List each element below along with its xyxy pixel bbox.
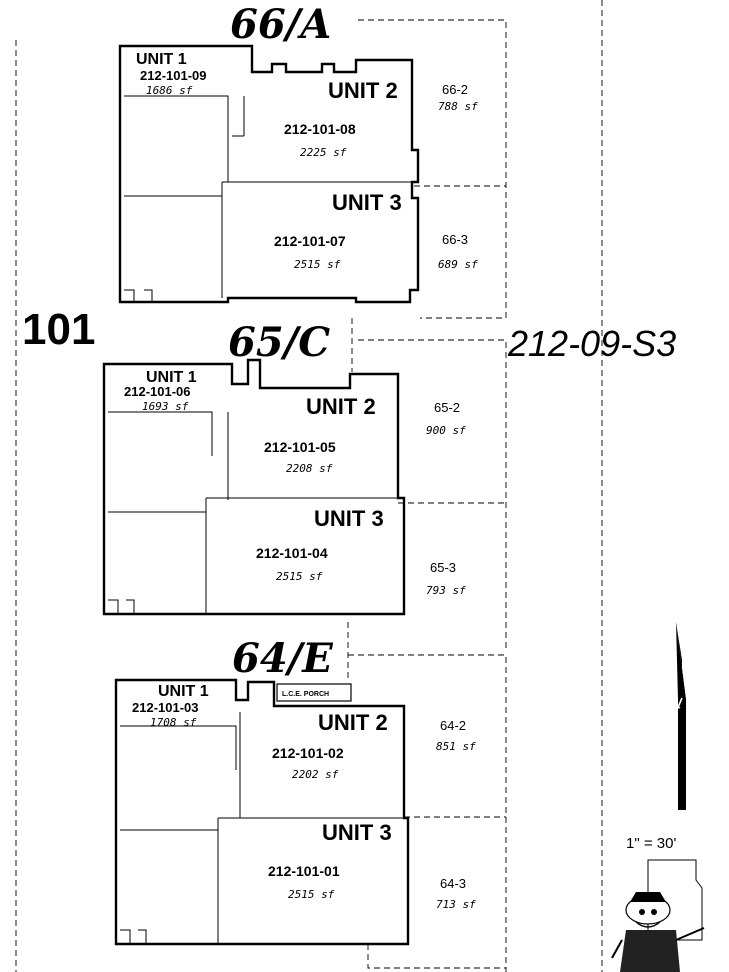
- unit-area: 1686 sf: [146, 84, 193, 97]
- unit-label: UNIT 2: [318, 710, 388, 735]
- unit-label: UNIT 3: [314, 506, 384, 531]
- limited-area-size: 793 sf: [426, 584, 466, 597]
- limited-area-size: 689 sf: [438, 258, 478, 271]
- limited-area-id: 64-2: [440, 718, 466, 733]
- unit-label: UNIT 1: [158, 683, 209, 700]
- unit-apn: 212-101-07: [274, 233, 346, 249]
- limited-area-id: 65-2: [434, 400, 460, 415]
- unit-apn: 212-101-04: [256, 545, 328, 561]
- unit-apn: 212-101-09: [140, 68, 207, 83]
- unit-area: 2515 sf: [276, 570, 323, 583]
- unit-label: UNIT 3: [332, 190, 402, 215]
- unit-area: 1708 sf: [150, 716, 197, 729]
- unit-label: UNIT 3: [322, 820, 392, 845]
- unit-label: UNIT 2: [328, 78, 398, 103]
- lot-boundaries: [15, 0, 603, 972]
- lot-number: 101: [22, 305, 95, 354]
- building-title-66a: 66/A: [230, 1, 331, 48]
- limited-area-id: 65-3: [430, 560, 456, 575]
- limited-area-size: 788 sf: [438, 100, 478, 113]
- building-title-64e: 64/E: [232, 635, 333, 682]
- north-arrow-icon: [667, 622, 686, 810]
- limited-area-size: 851 sf: [436, 740, 476, 753]
- unit-label: UNIT 1: [136, 51, 187, 68]
- unit-apn: 212-101-05: [264, 439, 336, 455]
- unit-area: 2202 sf: [292, 768, 339, 781]
- limited-area-id: 66-2: [442, 82, 468, 97]
- limited-area-size: 713 sf: [436, 898, 476, 911]
- unit-apn: 212-101-02: [272, 745, 344, 761]
- parcel-number: 212-09-S3: [507, 323, 676, 364]
- unit-apn: 212-101-08: [284, 121, 356, 137]
- building-66a: [118, 44, 420, 304]
- unit-apn: 212-101-01: [268, 863, 340, 879]
- building-65c: [102, 358, 406, 616]
- unit-apn: 212-101-06: [124, 384, 191, 399]
- limited-area-id: 66-3: [442, 232, 468, 247]
- mascot-icon: [611, 859, 705, 972]
- building-64e: [114, 678, 410, 946]
- limited-area-size: 900 sf: [426, 424, 466, 437]
- unit-area: 2225 sf: [300, 146, 347, 159]
- scale-label: 1" = 30': [626, 835, 676, 852]
- unit-label: UNIT 1: [146, 369, 197, 386]
- porch-box: [276, 683, 352, 702]
- unit-area: 2208 sf: [286, 462, 333, 475]
- unit-label: UNIT 2: [306, 394, 376, 419]
- unit-area: 2515 sf: [288, 888, 335, 901]
- unit-area: 1693 sf: [142, 400, 189, 413]
- porch-label: L.C.E. PORCH: [282, 691, 329, 698]
- limited-area-id: 64-3: [440, 876, 466, 891]
- unit-apn: 212-101-03: [132, 700, 199, 715]
- building-title-65c: 65/C: [228, 319, 330, 366]
- unit-area: 2515 sf: [294, 258, 341, 271]
